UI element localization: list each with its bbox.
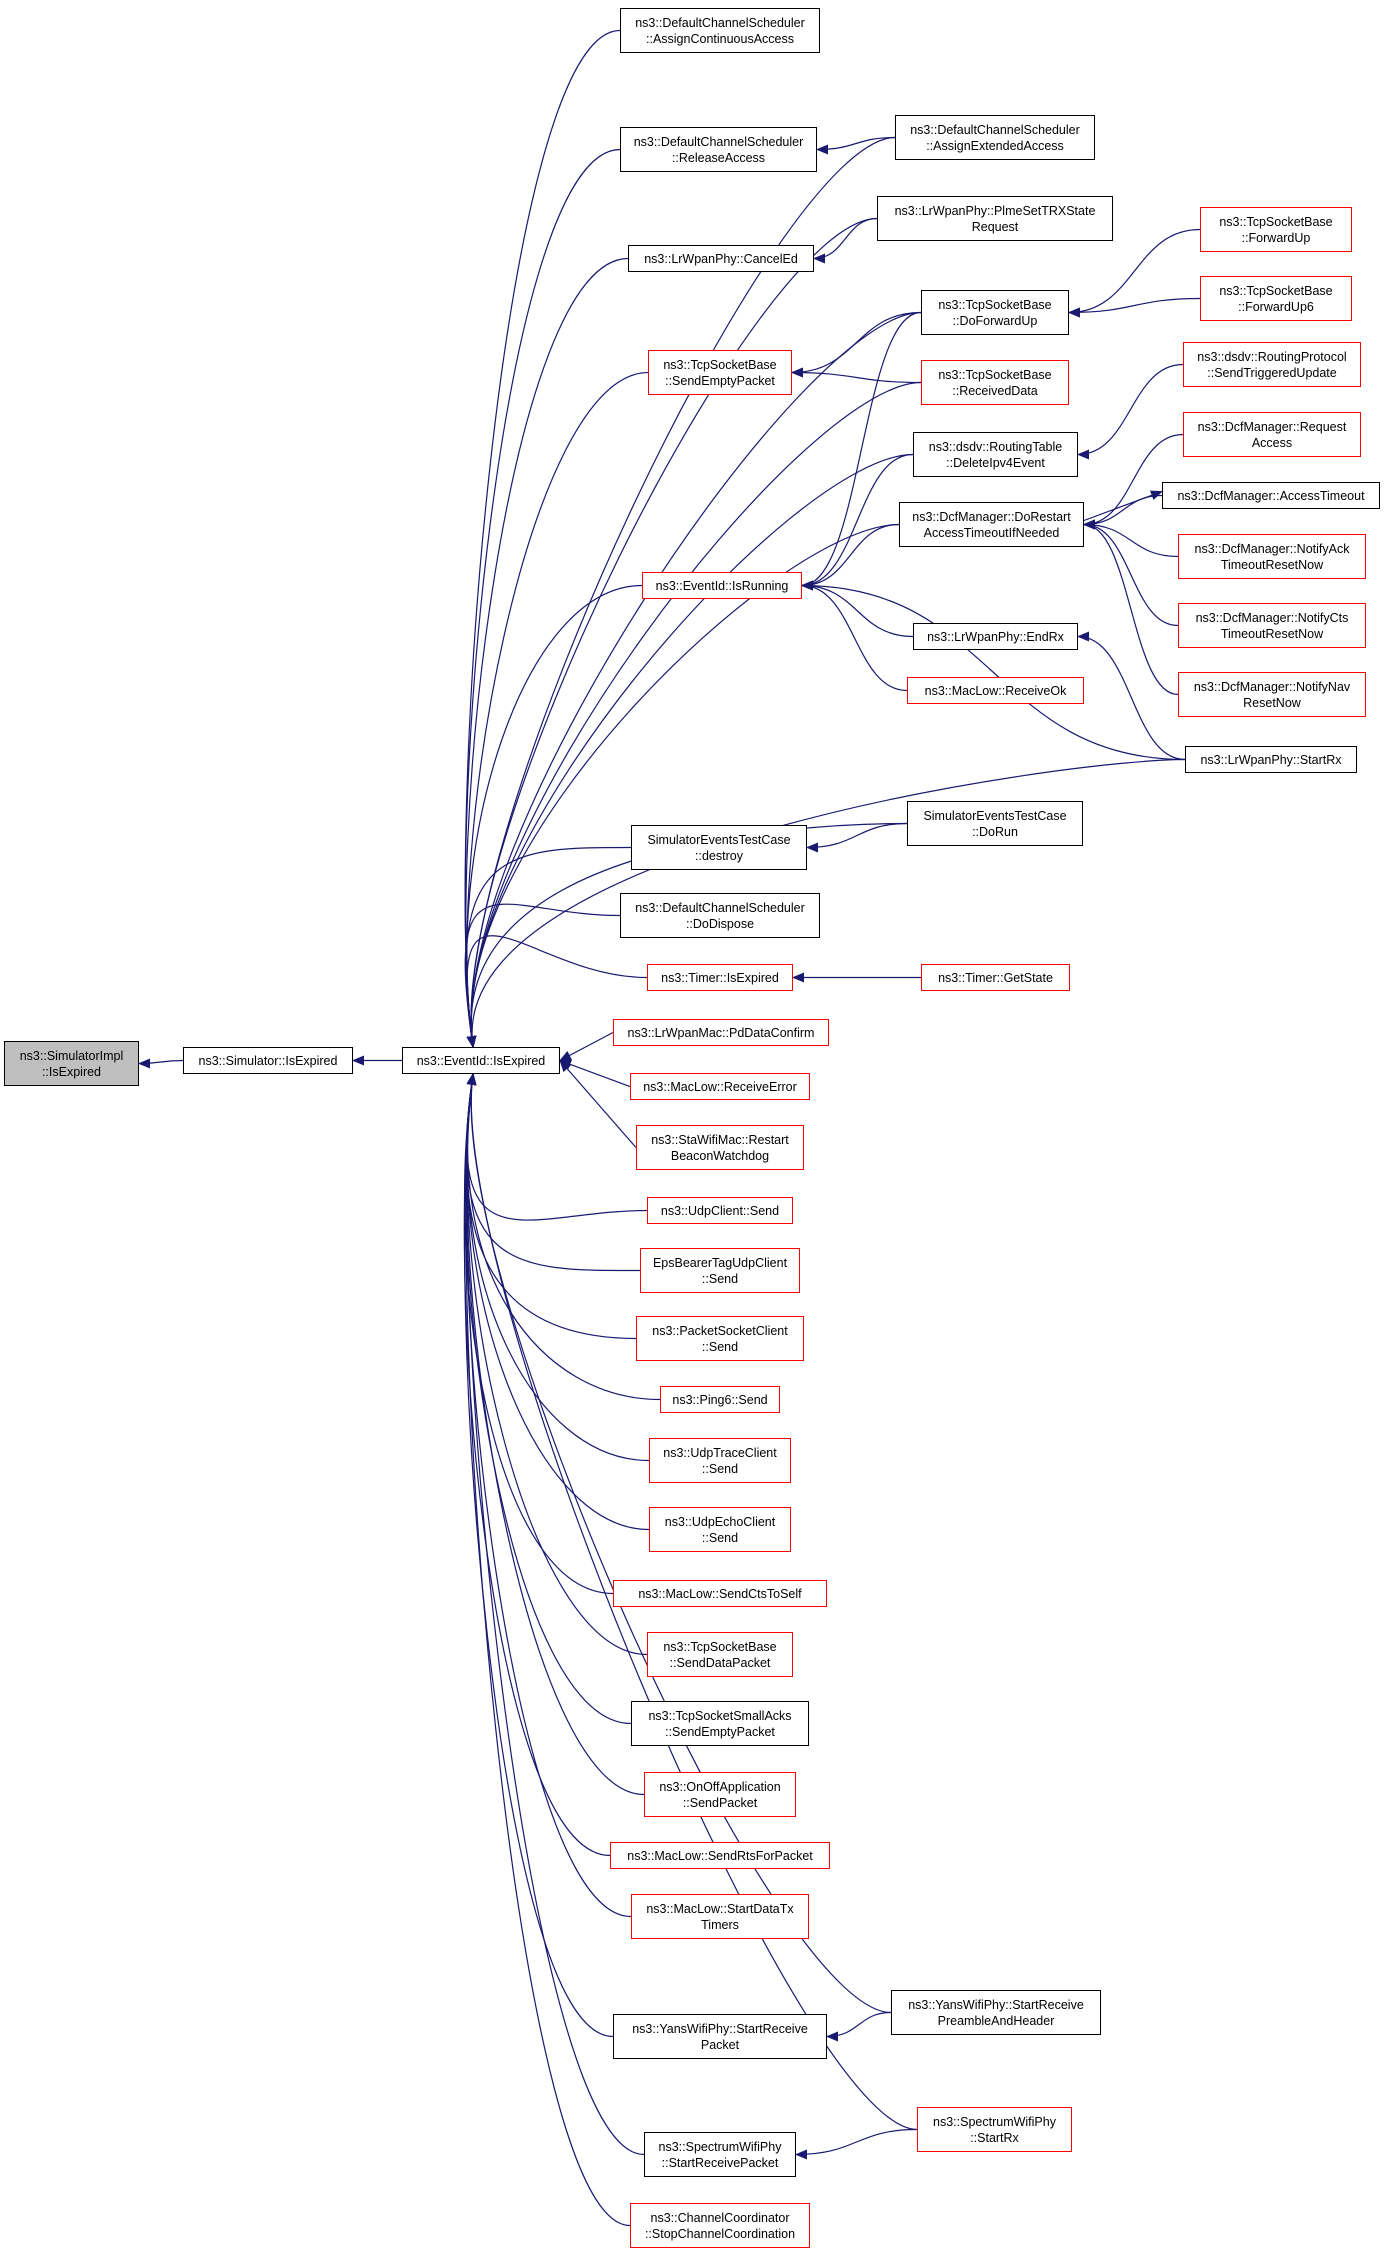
node-sendcts[interactable]: ns3::MacLow::SendCtsToSelf	[613, 1580, 827, 1607]
edge-startdatatx-to-evexp	[465, 1073, 632, 1918]
node-yanspreamble[interactable]: ns3::YansWifiPhy::StartReceive PreambleA…	[891, 1990, 1101, 2035]
node-dcftimeout[interactable]: ns3::DcfManager::AccessTimeout	[1162, 482, 1380, 509]
node-dcfnav[interactable]: ns3::DcfManager::NotifyNav ResetNow	[1178, 672, 1366, 717]
node-simimpl[interactable]: ns3::SimulatorImpl ::IsExpired	[4, 1041, 139, 1086]
edge-yanspreamble-to-yansrecv	[826, 2011, 892, 2042]
node-onoff[interactable]: ns3::OnOffApplication ::SendPacket	[644, 1772, 796, 1817]
node-recverr[interactable]: ns3::MacLow::ReceiveError	[630, 1073, 810, 1100]
node-fwdup[interactable]: ns3::TcpSocketBase ::ForwardUp	[1200, 207, 1352, 252]
edge-dcfcts-to-dcfrestart	[1083, 519, 1179, 627]
node-setdestroy[interactable]: SimulatorEventsTestCase ::destroy	[631, 825, 807, 870]
node-setdorun[interactable]: SimulatorEventsTestCase ::DoRun	[907, 801, 1083, 846]
edge-specrx-to-specrecv	[795, 2128, 918, 2160]
edge-timerexp-to-evexp	[466, 935, 648, 1048]
node-sendempty[interactable]: ns3::TcpSocketBase ::SendEmptyPacket	[648, 350, 792, 395]
edge-stawifi-to-evexp	[559, 1059, 637, 1148]
node-smallacks[interactable]: ns3::TcpSocketSmallAcks ::SendEmptyPacke…	[631, 1701, 809, 1746]
node-dsdvdel[interactable]: ns3::dsdv::RoutingTable ::DeleteIpv4Even…	[913, 432, 1078, 477]
node-timerexp[interactable]: ns3::Timer::IsExpired	[647, 964, 793, 991]
node-yansrecv[interactable]: ns3::YansWifiPhy::StartReceive Packet	[613, 2014, 827, 2059]
node-dcfreq[interactable]: ns3::DcfManager::Request Access	[1183, 412, 1361, 457]
node-dcsassign[interactable]: ns3::DefaultChannelScheduler ::AssignCon…	[620, 8, 820, 53]
node-dcsdispose[interactable]: ns3::DefaultChannelScheduler ::DoDispose	[620, 893, 820, 938]
node-startdatatx[interactable]: ns3::MacLow::StartDataTx Timers	[631, 1894, 809, 1939]
edge-setdestroy-to-evexp	[465, 846, 632, 1048]
node-evrun[interactable]: ns3::EventId::IsRunning	[642, 572, 802, 599]
node-recvok[interactable]: ns3::MacLow::ReceiveOk	[907, 677, 1084, 704]
node-dsdvtrig[interactable]: ns3::dsdv::RoutingProtocol ::SendTrigger…	[1183, 342, 1361, 387]
edge-endrx-to-evrun	[801, 580, 914, 638]
edge-doforward-to-evrun	[801, 311, 922, 591]
edge-dcfnav-to-dcfrestart	[1083, 519, 1179, 696]
edge-recvdata-to-sendempty	[791, 367, 922, 384]
node-specrx[interactable]: ns3::SpectrumWifiPhy ::StartRx	[917, 2107, 1072, 2152]
edge-smallacks-to-evexp	[465, 1073, 632, 1725]
edge-dcftimeout-to-dcfrestart	[1083, 494, 1163, 530]
edge-dcfreq-to-dcfrestart	[1083, 433, 1184, 530]
edge-specrx-to-evexp	[466, 1073, 918, 2131]
edge-setdorun-to-setdestroy	[806, 822, 908, 853]
edge-udpclient-to-evexp	[466, 1073, 648, 1221]
edge-dcsdispose-to-evexp	[464, 903, 621, 1048]
edge-startrx-to-evrun	[801, 580, 1186, 761]
node-dcfack[interactable]: ns3::DcfManager::NotifyAck TimeoutResetN…	[1178, 534, 1366, 579]
edge-epsbearer-to-evexp	[466, 1073, 641, 1272]
node-chancoord[interactable]: ns3::ChannelCoordinator ::StopChannelCoo…	[630, 2203, 810, 2248]
node-stawifi[interactable]: ns3::StaWifiMac::Restart BeaconWatchdog	[636, 1125, 804, 1170]
node-senddata[interactable]: ns3::TcpSocketBase ::SendDataPacket	[647, 1632, 793, 1677]
node-dcsrelease[interactable]: ns3::DefaultChannelScheduler ::ReleaseAc…	[620, 127, 817, 172]
edge-dsdvtrig-to-dsdvdel	[1077, 363, 1184, 460]
edge-specrecv-to-evexp	[466, 1073, 645, 2156]
edge-sim-to-simimpl	[138, 1058, 184, 1069]
edge-pddata-to-evexp	[559, 1031, 614, 1062]
edge-recvok-to-evrun	[801, 580, 908, 692]
node-endrx[interactable]: ns3::LrWpanPhy::EndRx	[913, 623, 1078, 650]
edge-dcfrestart-to-evrun	[801, 523, 900, 591]
node-dcsext[interactable]: ns3::DefaultChannelScheduler ::AssignExt…	[895, 115, 1095, 160]
node-canceled[interactable]: ns3::LrWpanPhy::CancelEd	[628, 245, 814, 272]
edge-chancoord-to-evexp	[465, 1073, 631, 2227]
node-doforward[interactable]: ns3::TcpSocketBase ::DoForwardUp	[921, 290, 1069, 335]
edge-dcfrestart-to-evexp	[466, 523, 900, 1048]
edge-sendcts-to-evexp	[463, 1073, 614, 1595]
edge-pktsock-to-evexp	[465, 1073, 637, 1340]
node-fwdup6[interactable]: ns3::TcpSocketBase ::ForwardUp6	[1200, 276, 1352, 321]
node-pddata[interactable]: ns3::LrWpanMac::PdDataConfirm	[613, 1019, 829, 1046]
edge-pltrx-to-canceled	[813, 217, 878, 264]
edge-sendempty-to-evexp	[466, 371, 649, 1048]
node-startrx[interactable]: ns3::LrWpanPhy::StartRx	[1185, 746, 1357, 773]
edge-yansrecv-to-evexp	[464, 1073, 614, 2038]
node-dcfcts[interactable]: ns3::DcfManager::NotifyCts TimeoutResetN…	[1178, 603, 1366, 648]
edge-dcfack-to-dcfrestart	[1083, 519, 1179, 558]
edge-doforward-to-sendempty	[791, 311, 922, 378]
node-epsbearer[interactable]: EpsBearerTagUdpClient ::Send	[640, 1248, 800, 1293]
edge-canceled-to-evexp	[465, 257, 629, 1048]
edge-udpecho-to-evexp	[466, 1073, 650, 1531]
node-dcfrestart[interactable]: ns3::DcfManager::DoRestart AccessTimeout…	[899, 502, 1084, 547]
edge-startrx-to-endrx	[1077, 631, 1186, 761]
node-pktsock[interactable]: ns3::PacketSocketClient ::Send	[636, 1316, 804, 1361]
edge-dcfrestart-to-dcftimeout	[1083, 490, 1163, 522]
node-udpecho[interactable]: ns3::UdpEchoClient ::Send	[649, 1507, 791, 1552]
edge-evrun-to-evexp	[466, 584, 643, 1048]
node-pltrx[interactable]: ns3::LrWpanPhy::PlmeSetTRXState Request	[877, 196, 1113, 241]
edge-sendrts-to-evexp	[463, 1073, 611, 1857]
edge-dcsext-to-dcsrelease	[816, 136, 896, 155]
node-udpclient[interactable]: ns3::UdpClient::Send	[647, 1197, 793, 1224]
node-evexp[interactable]: ns3::EventId::IsExpired	[402, 1047, 560, 1074]
node-recvdata[interactable]: ns3::TcpSocketBase ::ReceivedData	[921, 360, 1069, 405]
node-timerstate[interactable]: ns3::Timer::GetState	[921, 964, 1070, 991]
node-sendrts[interactable]: ns3::MacLow::SendRtsForPacket	[610, 1842, 830, 1869]
edge-dsdvdel-to-evrun	[801, 453, 914, 591]
node-ping6[interactable]: ns3::Ping6::Send	[660, 1386, 780, 1413]
edge-fwdup-to-doforward	[1068, 228, 1201, 318]
edge-fwdup6-to-doforward	[1068, 297, 1201, 318]
node-udptrace[interactable]: ns3::UdpTraceClient ::Send	[649, 1438, 791, 1483]
node-sim[interactable]: ns3::Simulator::IsExpired	[183, 1047, 353, 1074]
edge-recverr-to-evexp	[559, 1059, 631, 1088]
node-specrecv[interactable]: ns3::SpectrumWifiPhy ::StartReceivePacke…	[644, 2132, 796, 2177]
